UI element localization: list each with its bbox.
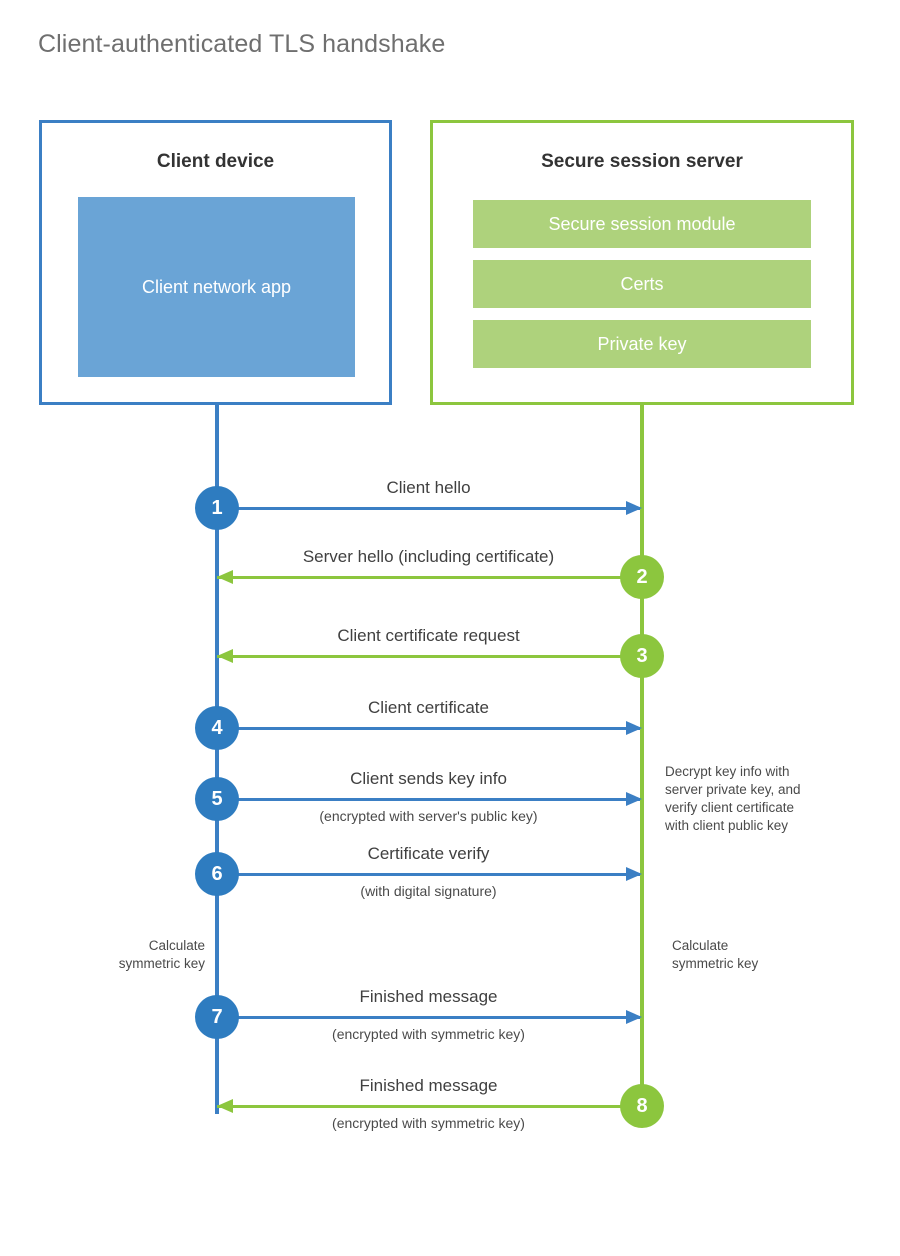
client-lifeline (215, 405, 219, 1114)
message-label-1: Client hello (386, 478, 471, 497)
note-line: symmetric key (672, 956, 759, 971)
note-server-decrypt: Decrypt key info with server private key… (665, 763, 865, 835)
message-label-2: Server hello (including certificate) (302, 547, 555, 566)
message-line-1 (217, 507, 640, 510)
client-network-app-label: Client network app (141, 277, 292, 297)
step-circle-2[interactable]: 2 (620, 555, 664, 599)
server-row-private-key: Private key (473, 320, 811, 368)
message-line-7 (217, 1016, 640, 1019)
arrowhead-left-icon (217, 570, 233, 584)
message-line-6 (217, 873, 640, 876)
message-label-5: Client sends key info (350, 769, 507, 788)
message-sublabel-7: (encrypted with symmetric key) (332, 1026, 525, 1042)
step-circle-5[interactable]: 5 (195, 777, 239, 821)
message-label-3: Client certificate request (337, 626, 520, 645)
step-circle-6[interactable]: 6 (195, 852, 239, 896)
step-circle-8[interactable]: 8 (620, 1084, 664, 1128)
message-sublabel-8: (encrypted with symmetric key) (332, 1115, 525, 1131)
note-client-calculate-symmetric-key: Calculate symmetric key (30, 937, 205, 973)
message-sublabel-6: (with digital signature) (360, 883, 497, 899)
message-line-4 (217, 727, 640, 730)
note-line: Decrypt key info with (665, 764, 790, 779)
arrowhead-left-icon (217, 649, 233, 663)
client-device-title: Client device (156, 151, 275, 172)
arrowhead-right-icon (626, 1010, 642, 1024)
message-line-8 (217, 1105, 640, 1108)
client-network-app-block: Client network app (78, 197, 355, 377)
arrowhead-right-icon (626, 721, 642, 735)
message-line-3 (217, 655, 640, 658)
message-line-5 (217, 798, 640, 801)
server-row-secure-session-module: Secure session module (473, 200, 811, 248)
note-line: Calculate (672, 938, 729, 953)
note-line: server private key, and (665, 782, 801, 797)
client-device-box: Client device Client network app (39, 120, 392, 405)
step-circle-4[interactable]: 4 (195, 706, 239, 750)
secure-session-server-box: Secure session server Secure session mod… (430, 120, 854, 405)
step-circle-1[interactable]: 1 (195, 486, 239, 530)
message-label-6: Certificate verify (367, 844, 490, 863)
note-line: with client public key (665, 818, 789, 833)
server-row-certs: Certs (473, 260, 811, 308)
step-circle-3[interactable]: 3 (620, 634, 664, 678)
step-circle-7[interactable]: 7 (195, 995, 239, 1039)
note-line: verify client certificate (665, 800, 795, 815)
arrowhead-left-icon (217, 1099, 233, 1113)
message-label-4: Client certificate (368, 698, 489, 717)
arrowhead-right-icon (626, 792, 642, 806)
server-lifeline (640, 405, 644, 1105)
page-title: Client-authenticated TLS handshake (38, 30, 446, 58)
note-server-calculate-symmetric-key: Calculate symmetric key (672, 937, 872, 973)
note-line: Calculate (148, 938, 205, 953)
arrowhead-right-icon (626, 867, 642, 881)
message-line-2 (217, 576, 640, 579)
message-label-7: Finished message (359, 987, 498, 1006)
message-label-8: Finished message (359, 1076, 498, 1095)
arrowhead-right-icon (626, 501, 642, 515)
note-line: symmetric key (118, 956, 205, 971)
message-sublabel-5: (encrypted with server's public key) (319, 808, 538, 824)
secure-session-server-title: Secure session server (541, 151, 743, 172)
